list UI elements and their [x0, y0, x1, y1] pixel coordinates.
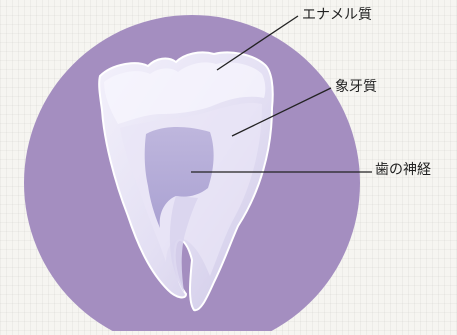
label-dentin: 象牙質: [335, 80, 377, 94]
label-pulp: 歯の神経: [375, 163, 431, 177]
label-enamel: エナメル質: [302, 8, 372, 22]
